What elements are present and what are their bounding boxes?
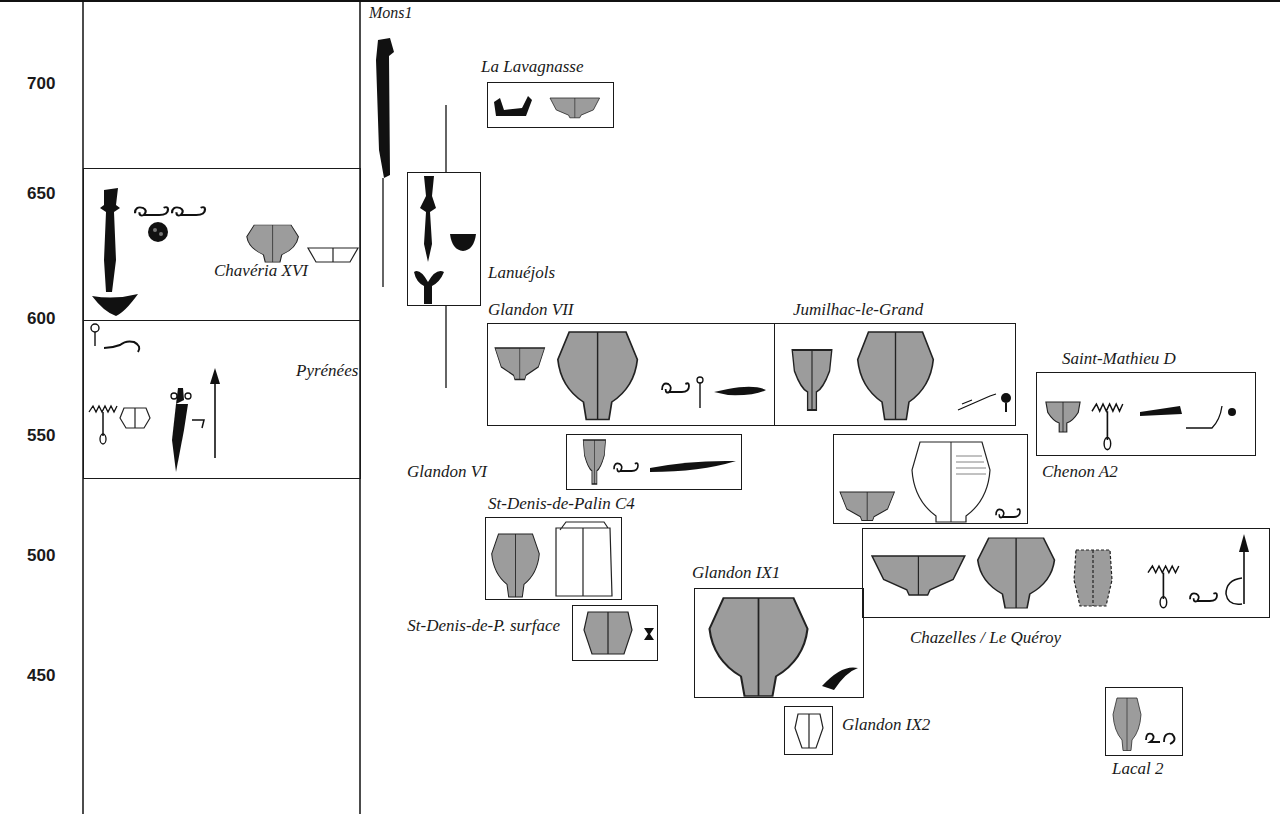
site-label: Glandon IX1: [692, 564, 780, 583]
site-box: Glandon VI: [566, 434, 742, 490]
site-label: Lacal 2: [1112, 760, 1163, 779]
axis-year: 500: [27, 547, 55, 566]
site-box: Chenon A2: [833, 434, 1028, 524]
axis-year: 700: [27, 75, 55, 94]
site-label: Pyrénées: [296, 362, 358, 381]
site-label: Mons1: [369, 4, 413, 22]
site-label: St-Denis-de-Palin C4: [488, 495, 635, 514]
site-box: Lacal 2: [1105, 687, 1183, 756]
site-label: Glandon IX2: [842, 716, 930, 735]
site-box: Jumilhac-le-Grand: [774, 323, 1016, 426]
site-label: Chavéria XVI: [214, 262, 308, 281]
axis-year: 450: [27, 667, 55, 686]
site-label: Glandon VII: [488, 301, 573, 320]
axis-year: 550: [27, 427, 55, 446]
axis-year: 650: [27, 185, 55, 204]
site-box: Saint-Mathieu D: [1036, 372, 1256, 456]
site-box: Glandon IX2: [784, 706, 833, 755]
site-box: Glandon IX1: [694, 588, 864, 698]
site-label: St-Denis-de-P. surface: [384, 617, 560, 636]
site-box: Glandon VII: [487, 323, 775, 426]
site-box: Chazelles / Le Quéroy: [862, 528, 1270, 618]
site-box: Pyrénées: [83, 320, 361, 479]
site-box: St-Denis-de-P. surface: [572, 605, 658, 661]
site-box: La Lavagnasse: [487, 82, 614, 128]
site-box: Chavéria XVI: [83, 168, 361, 321]
site-label: Saint-Mathieu D: [1062, 350, 1176, 369]
axis-year: 600: [27, 310, 55, 329]
site-label: La Lavagnasse: [481, 58, 583, 77]
site-label: Chenon A2: [1042, 463, 1118, 482]
site-label: Jumilhac-le-Grand: [793, 301, 923, 320]
site-label: Glandon VI: [407, 463, 487, 482]
site-label: Lanuéjols: [488, 264, 555, 283]
site-box: Lanuéjols: [407, 172, 481, 306]
site-label: Chazelles / Le Quéroy: [910, 629, 1061, 648]
site-box: St-Denis-de-Palin C4: [485, 517, 622, 600]
